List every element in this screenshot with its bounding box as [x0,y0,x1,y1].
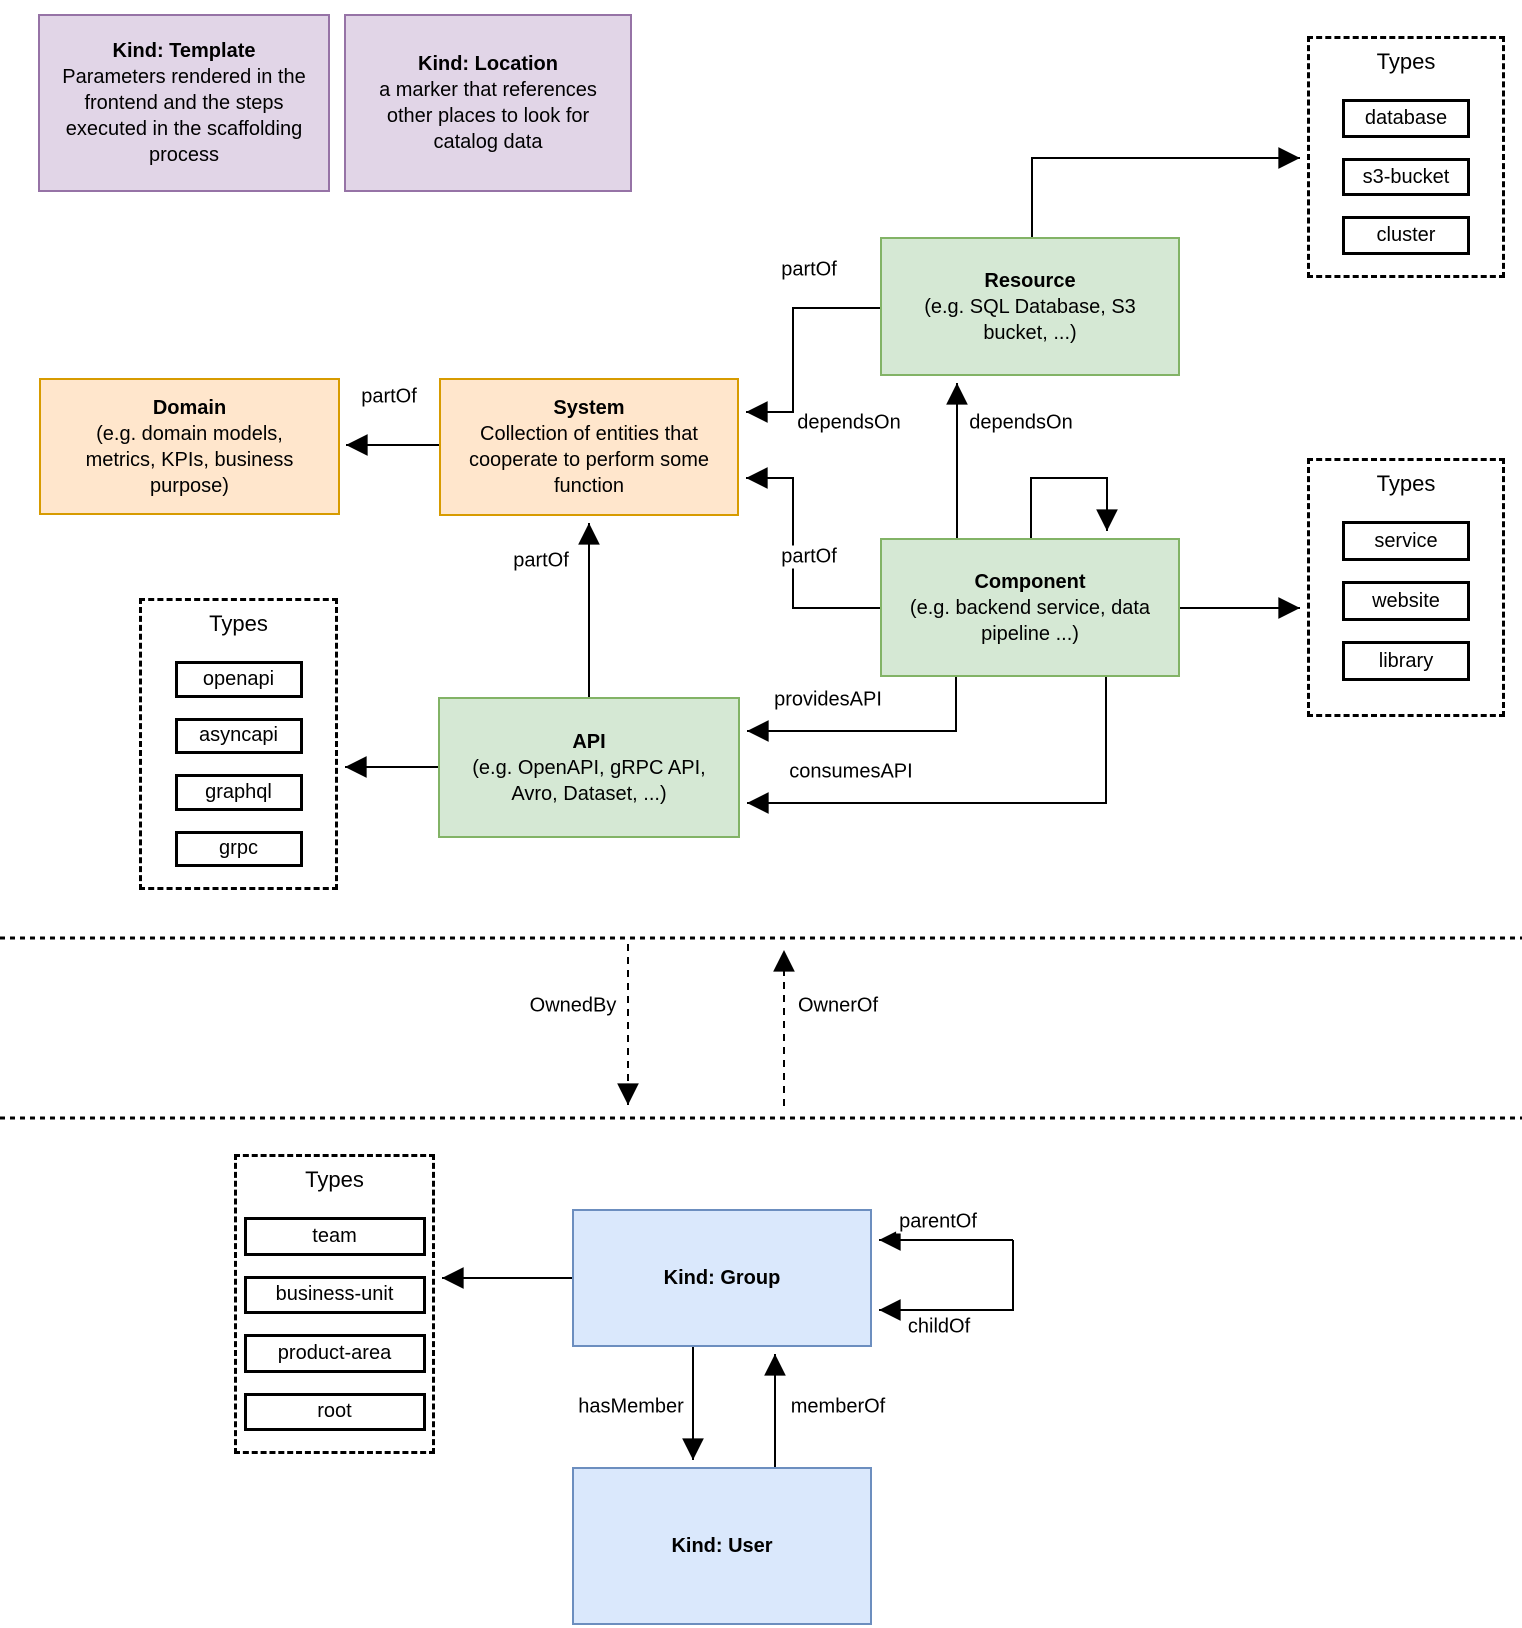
type-panel-component: Types service website library [1307,458,1505,717]
type-panel-component-title: Types [1376,471,1436,496]
edge-label-memberof: memberOf [787,1395,889,1419]
type-panel-api: Types openapi asyncapi graphql grpc [139,598,338,890]
type-panel-api-title: Types [209,611,268,636]
type-item-website: website [1342,581,1470,621]
entity-component-title: Component [974,570,1086,593]
entity-kind-location-description: a marker that references other places to… [379,79,597,153]
edge-label-dependson-resource: dependsOn [794,411,904,435]
edge-label-consumesapi: consumesAPI [786,760,916,784]
type-item-openapi: openapi [174,661,303,698]
edge-label-providesapi: providesAPI [771,688,885,712]
type-item-product-area: product-area [243,1334,426,1373]
edge-partof-resource-system [746,307,880,423]
type-panel-resource: Types database s3-bucket cluster [1307,36,1505,278]
entity-system-description: Collection of entities that cooperate to… [468,423,710,497]
edge-childof [879,1240,1014,1321]
edge-label-dependson-self: dependsOn [966,411,1076,435]
entity-kind-user: Kind: User [572,1467,872,1625]
entity-resource-title: Resource [984,269,1076,292]
entity-kind-template-title: Kind: Template [112,40,256,62]
type-item-root: root [243,1392,426,1431]
entity-resource-description: (e.g. SQL Database, S3 bucket, ...) [924,295,1136,344]
entity-system-title: System [553,397,625,419]
edge-dependson-component-self [1030,477,1118,538]
entity-kind-template-description: Parameters rendered in the frontend and … [62,66,306,166]
type-item-team: team [243,1217,426,1256]
type-panel-group: Types team business-unit product-area ro… [234,1154,435,1454]
type-panel-resource-title: Types [1376,49,1436,74]
edge-label-partof-system-domain: partOf [358,385,420,409]
type-item-business-unit: business-unit [243,1275,426,1314]
edge-label-parentof: parentOf [896,1210,980,1234]
entity-kind-user-title: Kind: User [671,1535,773,1557]
entity-component-description: (e.g. backend service, data pipeline ...… [909,596,1151,645]
type-panel-group-title: Types [305,1167,364,1192]
entity-kind-group: Kind: Group [572,1209,872,1347]
entity-kind-location-title: Kind: Location [418,53,558,75]
entity-kind-template: Kind: Template Parameters rendered in th… [38,14,330,192]
entity-kind-location: Kind: Location a marker that references … [344,14,632,192]
entity-kind-group-title: Kind: Group [663,1267,781,1289]
type-item-database: database [1342,99,1470,138]
edge-label-partof-component-system: partOf [778,545,840,569]
edge-label-ownerof: OwnerOf [794,994,882,1018]
edge-label-childof: childOf [904,1315,974,1339]
edge-resource-types [1031,147,1300,237]
type-item-asyncapi: asyncapi [174,717,303,754]
entity-component: Component (e.g. backend service, data pi… [880,538,1180,677]
type-item-cluster: cluster [1342,216,1470,256]
type-item-s3-bucket: s3-bucket [1342,157,1470,197]
type-item-graphql: graphql [174,774,303,811]
entity-domain-title: Domain [152,396,227,419]
entity-system: System Collection of entities that coope… [439,378,739,516]
entity-api-title: API [572,730,606,753]
edge-label-ownedby: OwnedBy [526,994,620,1018]
edge-label-hasmember: hasMember [575,1395,687,1419]
edge-partof-component-system [746,467,880,609]
entity-api-description: (e.g. OpenAPI, gRPC API, Avro, Dataset, … [472,756,706,805]
edge-label-partof-resource-system: partOf [778,258,840,282]
entity-domain: Domain (e.g. domain models, metrics, KPI… [39,378,340,515]
edge-label-partof-api-system: partOf [510,549,572,573]
entity-resource: Resource (e.g. SQL Database, S3 bucket, … [880,237,1180,376]
type-item-service: service [1342,521,1470,561]
entity-domain-description: (e.g. domain models, metrics, KPIs, busi… [85,422,294,497]
type-item-grpc: grpc [174,830,303,867]
entity-api: API (e.g. OpenAPI, gRPC API, Avro, Datas… [438,697,740,838]
type-item-library: library [1342,641,1470,681]
